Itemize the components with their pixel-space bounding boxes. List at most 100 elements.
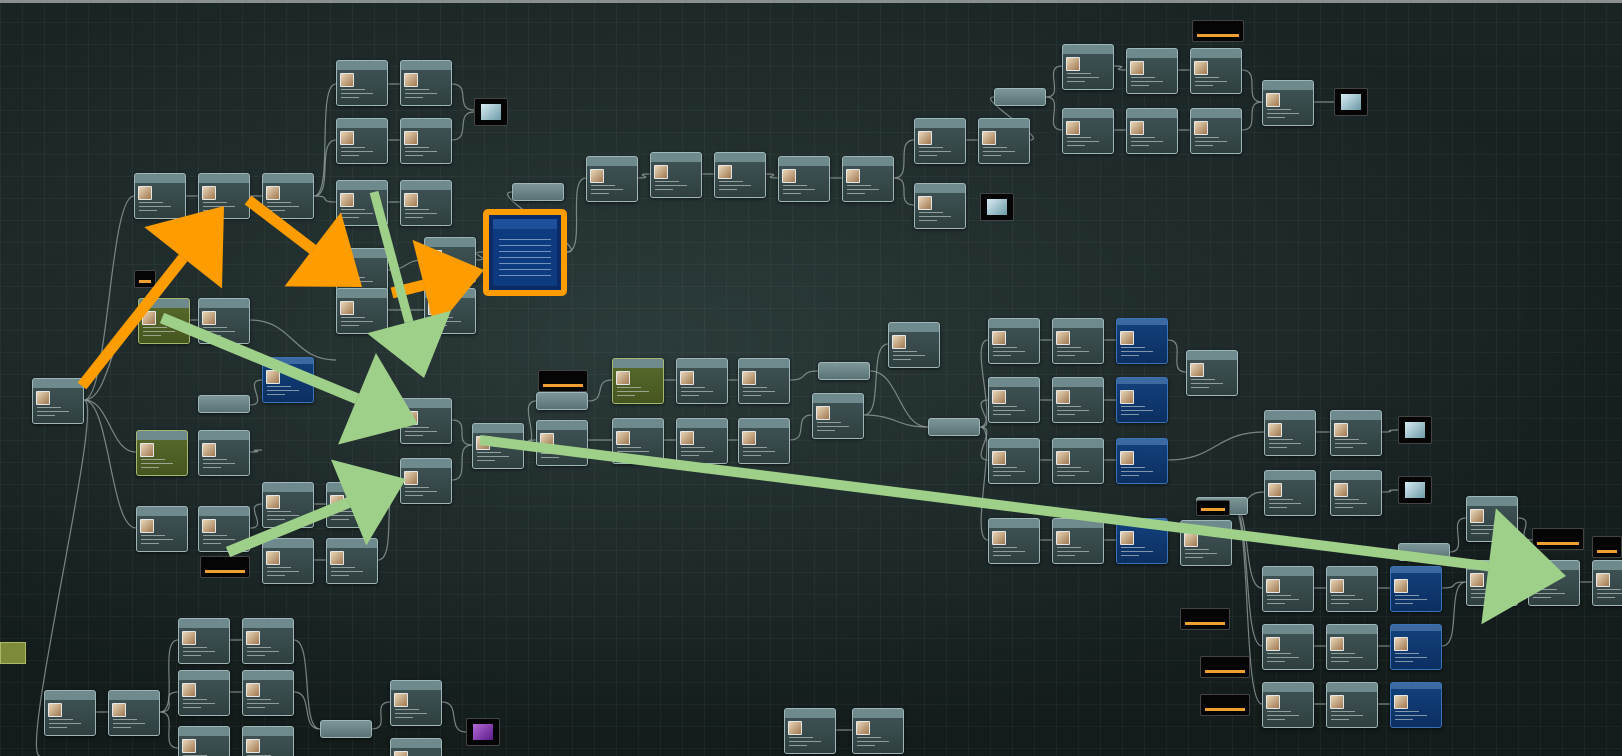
graph-node[interactable] [178,670,230,716]
output-preview-icon[interactable] [474,98,508,126]
graph-node[interactable] [390,738,442,756]
graph-node[interactable] [1330,470,1382,516]
graph-node[interactable] [1052,377,1104,423]
graph-node[interactable] [242,618,294,664]
value-readout-node[interactable] [200,556,250,578]
graph-node[interactable] [1180,520,1232,566]
graph-node[interactable] [1262,624,1314,670]
graph-node[interactable] [1330,410,1382,456]
graph-node[interactable] [914,183,966,229]
graph-node[interactable] [586,156,638,202]
graph-node[interactable] [512,183,564,201]
graph-node[interactable] [178,618,230,664]
graph-node[interactable] [32,378,84,424]
graph-node[interactable] [1390,682,1442,728]
graph-node[interactable] [262,538,314,584]
graph-node[interactable] [650,152,702,198]
output-preview-icon[interactable] [980,193,1014,221]
graph-node[interactable] [390,680,442,726]
value-readout-node[interactable] [1180,608,1230,630]
graph-node[interactable] [1264,410,1316,456]
value-readout-node[interactable] [1200,694,1250,716]
graph-node[interactable] [1116,438,1168,484]
graph-node[interactable] [988,438,1040,484]
graph-node[interactable] [978,118,1030,164]
graph-node[interactable] [1390,624,1442,670]
graph-node[interactable] [136,430,188,476]
graph-node[interactable] [336,288,388,334]
graph-node[interactable] [400,180,452,226]
graph-node[interactable] [1186,350,1238,396]
graph-node[interactable] [714,152,766,198]
graph-node[interactable] [336,118,388,164]
graph-node[interactable] [612,358,664,404]
graph-node[interactable] [988,318,1040,364]
graph-node[interactable] [1126,48,1178,94]
graph-node[interactable] [676,358,728,404]
graph-node[interactable] [336,60,388,106]
graph-node[interactable] [784,708,836,754]
output-preview-icon[interactable] [1398,416,1432,444]
graph-node[interactable] [994,88,1046,106]
graph-node[interactable] [1052,318,1104,364]
graph-node[interactable] [198,395,250,413]
graph-node[interactable] [198,430,250,476]
graph-node[interactable] [400,458,452,504]
graph-node[interactable] [136,506,188,552]
graph-node[interactable] [852,708,904,754]
graph-node[interactable] [400,60,452,106]
value-readout-node[interactable] [1196,500,1230,516]
graph-node[interactable] [1126,108,1178,154]
graph-node[interactable] [1262,682,1314,728]
graph-node[interactable] [1326,682,1378,728]
graph-node[interactable] [842,156,894,202]
graph-node[interactable] [1116,318,1168,364]
graph-node[interactable] [1116,377,1168,423]
graph-node[interactable] [676,418,728,464]
graph-node[interactable] [738,418,790,464]
graph-node[interactable] [778,156,830,202]
graph-node[interactable] [134,173,186,219]
value-readout-node[interactable] [1532,528,1584,550]
graph-node[interactable] [242,726,294,756]
graph-node[interactable] [738,358,790,404]
graph-node[interactable] [988,377,1040,423]
graph-node[interactable] [928,418,980,436]
left-edge-node[interactable] [0,642,26,664]
graph-node[interactable] [536,392,588,410]
graph-node[interactable] [178,726,230,756]
value-readout-node[interactable] [538,370,588,392]
graph-node[interactable] [262,482,314,528]
output-preview-icon[interactable] [1398,476,1432,504]
graph-node[interactable] [44,690,96,736]
graph-node[interactable] [326,538,378,584]
graph-node[interactable] [818,362,870,380]
graph-node[interactable] [400,118,452,164]
value-readout-node[interactable] [1200,656,1250,678]
graph-node[interactable] [1062,44,1114,90]
graph-node[interactable] [320,720,372,738]
graph-node[interactable] [242,670,294,716]
graph-node[interactable] [1262,566,1314,612]
graph-node[interactable] [988,518,1040,564]
graph-node[interactable] [1592,560,1622,606]
graph-node[interactable] [1264,470,1316,516]
output-preview-icon[interactable] [1334,88,1368,116]
graph-node[interactable] [1052,518,1104,564]
graph-node[interactable] [914,118,966,164]
value-readout-node[interactable] [1192,20,1244,42]
graph-node[interactable] [1390,566,1442,612]
output-preview-icon[interactable] [466,718,500,746]
graph-node[interactable] [888,322,940,368]
graph-node[interactable] [1190,108,1242,154]
graph-node[interactable] [812,393,864,439]
value-readout-node[interactable] [134,270,156,288]
graph-node[interactable] [1262,80,1314,126]
graph-node[interactable] [1062,108,1114,154]
highlighted-node[interactable] [483,209,567,296]
graph-node[interactable] [1326,624,1378,670]
graph-node[interactable] [108,690,160,736]
graph-node[interactable] [1052,438,1104,484]
graph-node[interactable] [1326,566,1378,612]
